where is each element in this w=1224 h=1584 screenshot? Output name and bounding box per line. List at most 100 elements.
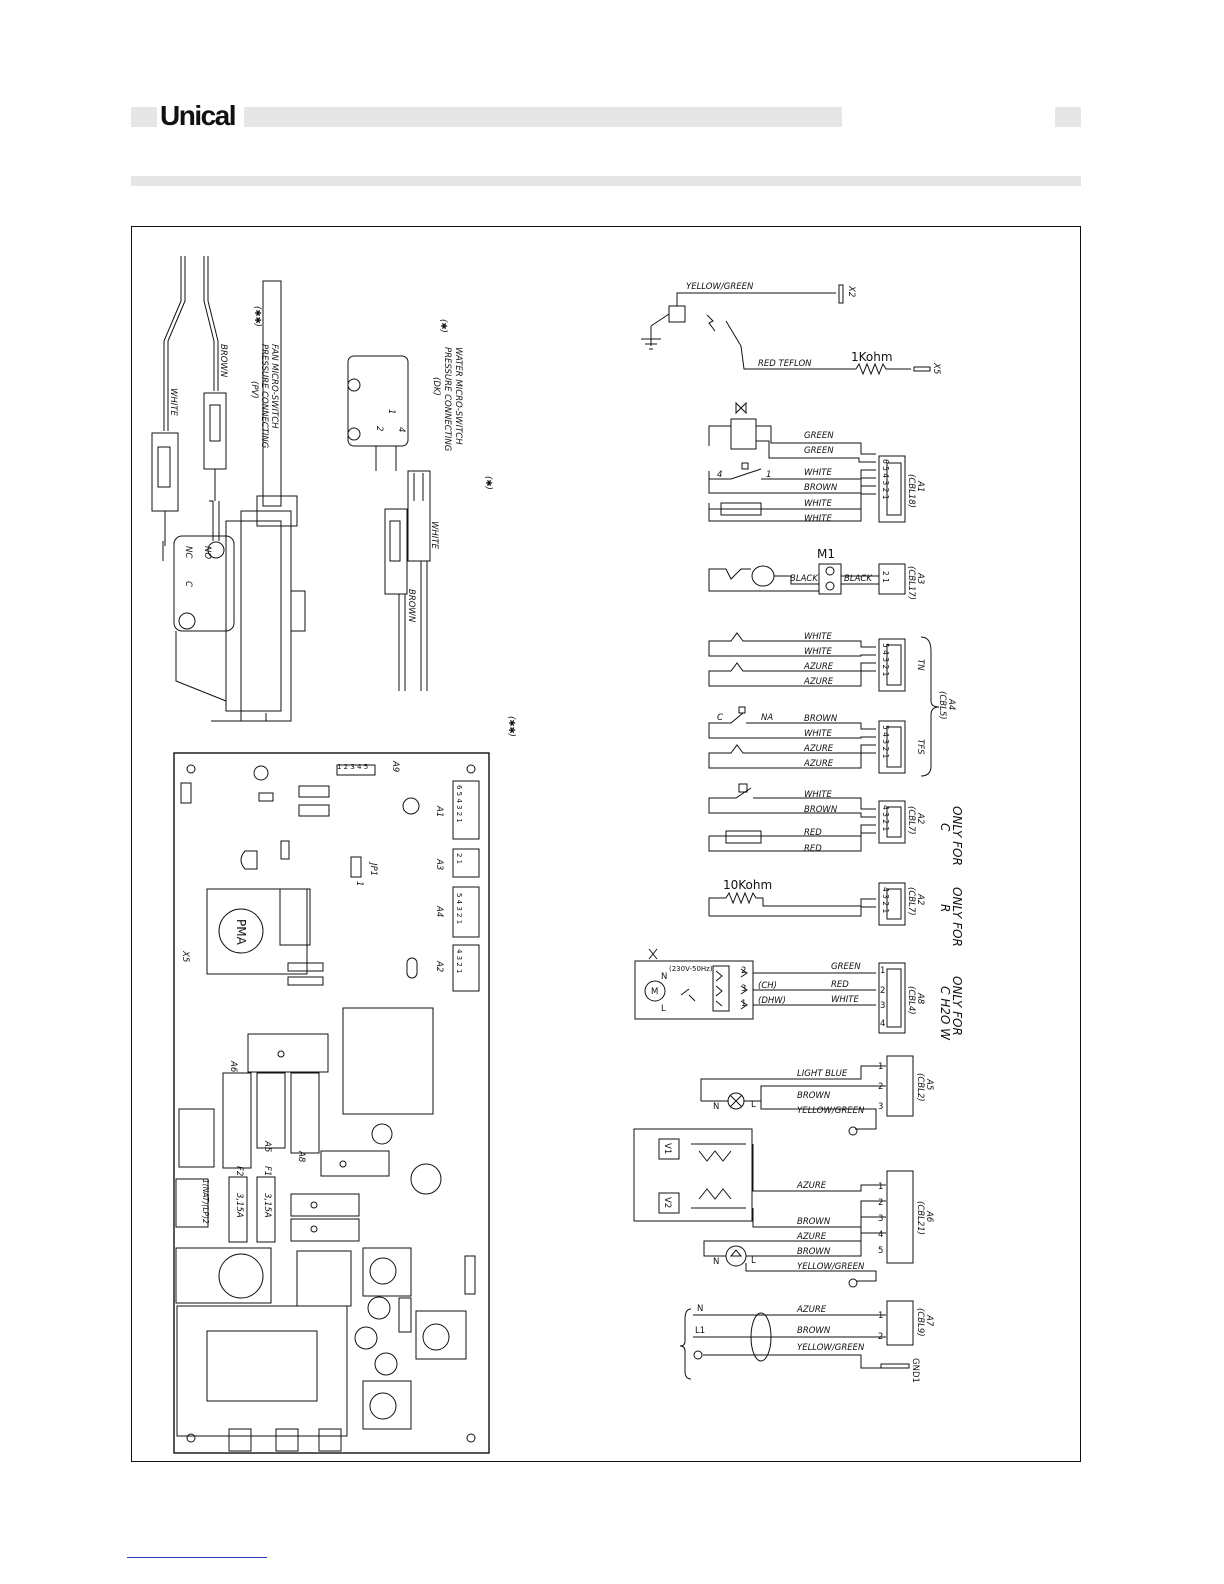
a6-pin-3: 3: [878, 1214, 883, 1224]
a7-cbl: (CBL9): [915, 1308, 925, 1337]
board-a1-pins: 6 5 4 3 2 1: [455, 785, 463, 823]
a4-cbl: (CBL5): [937, 691, 947, 720]
a8-motor-m: M: [651, 987, 658, 997]
a6-wire-3: AZURE: [796, 1232, 827, 1242]
water-title-2: PRESSURE CONNECTING: [442, 347, 452, 452]
a5-wire-2: BROWN: [797, 1091, 831, 1101]
brand-logo: Unical: [160, 100, 237, 131]
circuit-a5: LIGHT BLUE BROWN YELLOW/GREEN N L 1 2 3 …: [700, 1055, 934, 1136]
a2r-only-for-2: R: [938, 904, 952, 912]
a7-wire-2: BROWN: [797, 1326, 831, 1336]
a8-pin-3: 3: [880, 1001, 885, 1011]
tfs-c: C: [717, 713, 723, 723]
side-marker-2: (✱✱): [506, 716, 516, 737]
a1-conn: A1: [915, 480, 925, 492]
a6-pin-5: 5: [878, 1246, 883, 1256]
board-a8-label: A8: [296, 1150, 306, 1163]
board-a4-pins: 5 4 3 2 1: [455, 893, 463, 924]
a6-pin-2: 2: [878, 1198, 883, 1208]
tfs-wire-2: WHITE: [804, 729, 832, 739]
board-a2-pins: 4 3 2 1: [455, 949, 463, 974]
fan-title-1: FAN MICRO-SWITCH: [269, 344, 279, 429]
ign-1kohm: 1Kohm: [851, 350, 893, 364]
circuit-a6: V1 V2 AZURE BROWN AZURE BROWN YELLOW/GRE…: [633, 1128, 934, 1288]
board-pma-label: PMA: [234, 919, 248, 946]
ign-red-teflon: RED TEFLON: [758, 359, 812, 369]
board-a3-pins: 2 1: [455, 853, 463, 864]
a2c-wire-4: RED: [804, 844, 822, 854]
a8-term-3: 1: [741, 999, 746, 1009]
a2c-only-for: ONLY FOR: [950, 806, 964, 866]
a1-sw-4: 4: [717, 470, 722, 480]
switch-no-label: NO: [202, 546, 212, 559]
board-a4-label: A4: [434, 905, 444, 917]
a1-wire-5: WHITE: [804, 499, 832, 509]
a8-wire-2: RED: [831, 980, 849, 990]
a2c-cbl: (CBL7): [906, 806, 916, 835]
a8-wire-3: WHITE: [831, 995, 859, 1005]
board-jp1-label: JP1: [368, 861, 378, 876]
a2r-conn: A2: [915, 893, 925, 905]
a5-pin-2: 2: [878, 1082, 883, 1092]
switch-c-label: C: [183, 581, 193, 587]
board-a1-label: A1: [434, 805, 444, 817]
ign-x5: X5: [931, 362, 941, 374]
circuit-a7: N L1 AZURE BROWN YELLOW/GREEN 1 2 A7 (CB…: [679, 1300, 934, 1383]
header-rule: [131, 176, 1081, 186]
a5-pin-3: 3: [878, 1102, 883, 1112]
a6-conn: A6: [924, 1210, 934, 1223]
a7-wire-3: YELLOW/GREEN: [797, 1343, 865, 1353]
tfs-wire-4: AZURE: [803, 759, 834, 769]
tfs-wire-1: BROWN: [804, 714, 838, 724]
header-bar-left-stub: [131, 107, 157, 127]
a8-ch: (CH): [758, 981, 777, 991]
a7-mains-l1: L1: [695, 1326, 705, 1336]
a2c-only-for-2: C: [938, 823, 952, 832]
a5-n: N: [713, 1102, 719, 1112]
a8-conn: A8: [915, 992, 925, 1005]
a8-pin-2: 2: [880, 986, 885, 996]
a7-pin-1: 1: [878, 1311, 883, 1321]
a5-wire-3: YELLOW/GREEN: [797, 1106, 865, 1116]
a6-pin-1: 1: [878, 1182, 883, 1192]
a8-only-for: ONLY FOR: [950, 976, 964, 1036]
a8-mains: (230V-50Hz): [669, 965, 713, 973]
board-a2-label: A2: [434, 960, 444, 972]
board-a6-label: A6: [228, 1060, 238, 1073]
board-a5-label: A5: [262, 1140, 272, 1152]
circuit-a8: (230V-50Hz) (CH) (DHW) 2 3 1 GREEN RED W…: [634, 948, 964, 1041]
side-marker-1: (✱): [483, 476, 493, 490]
circuit-a2-c: WHITE BROWN RED RED 4 3 2 1 A2 (CBL7) ON…: [708, 783, 964, 866]
a6-wire-4: BROWN: [797, 1247, 831, 1257]
a8-wire-1: GREEN: [831, 962, 861, 972]
a6-v2: V2: [662, 1197, 672, 1208]
board-jp1-n: 1: [354, 881, 364, 886]
board-x5-label: X5: [180, 950, 190, 962]
tn-wire-2: WHITE: [804, 647, 832, 657]
tfs-pins: 5 4 3 2 1: [881, 725, 890, 759]
board-a3-label: A3: [434, 858, 444, 870]
tfs-na: NA: [761, 713, 773, 723]
water-pin-2: 2: [374, 426, 384, 431]
board-f1-label: F1: [262, 1166, 272, 1176]
board-fuse-rating-1: 3,15A: [262, 1193, 272, 1218]
a2r-10kohm: 10Kohm: [723, 878, 772, 892]
board-a9-label: A9: [390, 760, 400, 772]
a8-pin-1: 1: [880, 966, 885, 976]
fan-wire-white: WHITE: [168, 388, 178, 416]
control-board: A9 1 2 3 4 5 A1 6 5 4 3 2 1 A3 2 1 JP1 1…: [173, 752, 490, 1454]
header-bar-right: [1055, 107, 1081, 127]
a2c-pins: 4 3 2 1: [881, 805, 890, 831]
a1-wire-4: BROWN: [804, 483, 838, 493]
tn-wire-1: WHITE: [804, 632, 832, 642]
a6-v1: V1: [662, 1143, 672, 1154]
a2r-only-for: ONLY FOR: [950, 887, 964, 947]
circuit-a4: WHITE WHITE AZURE AZURE 5 4 3 2 1 TN A4 …: [708, 632, 956, 777]
a3-pins: 2 1: [881, 571, 890, 583]
wiring-diagram-frame: (✱✱) FAN MICRO-SWITCH PRESSURE CONNECTIN…: [131, 226, 1081, 1462]
a6-cbl: (CBL21): [915, 1201, 925, 1235]
a2r-cbl: (CBL7): [906, 887, 916, 916]
a6-pin-4: 4: [878, 1230, 883, 1240]
circuit-a1: GREEN GREEN WHITE BROWN WHITE WHITE 4 1 …: [708, 401, 925, 524]
switch-nc-label: NC: [183, 546, 193, 558]
